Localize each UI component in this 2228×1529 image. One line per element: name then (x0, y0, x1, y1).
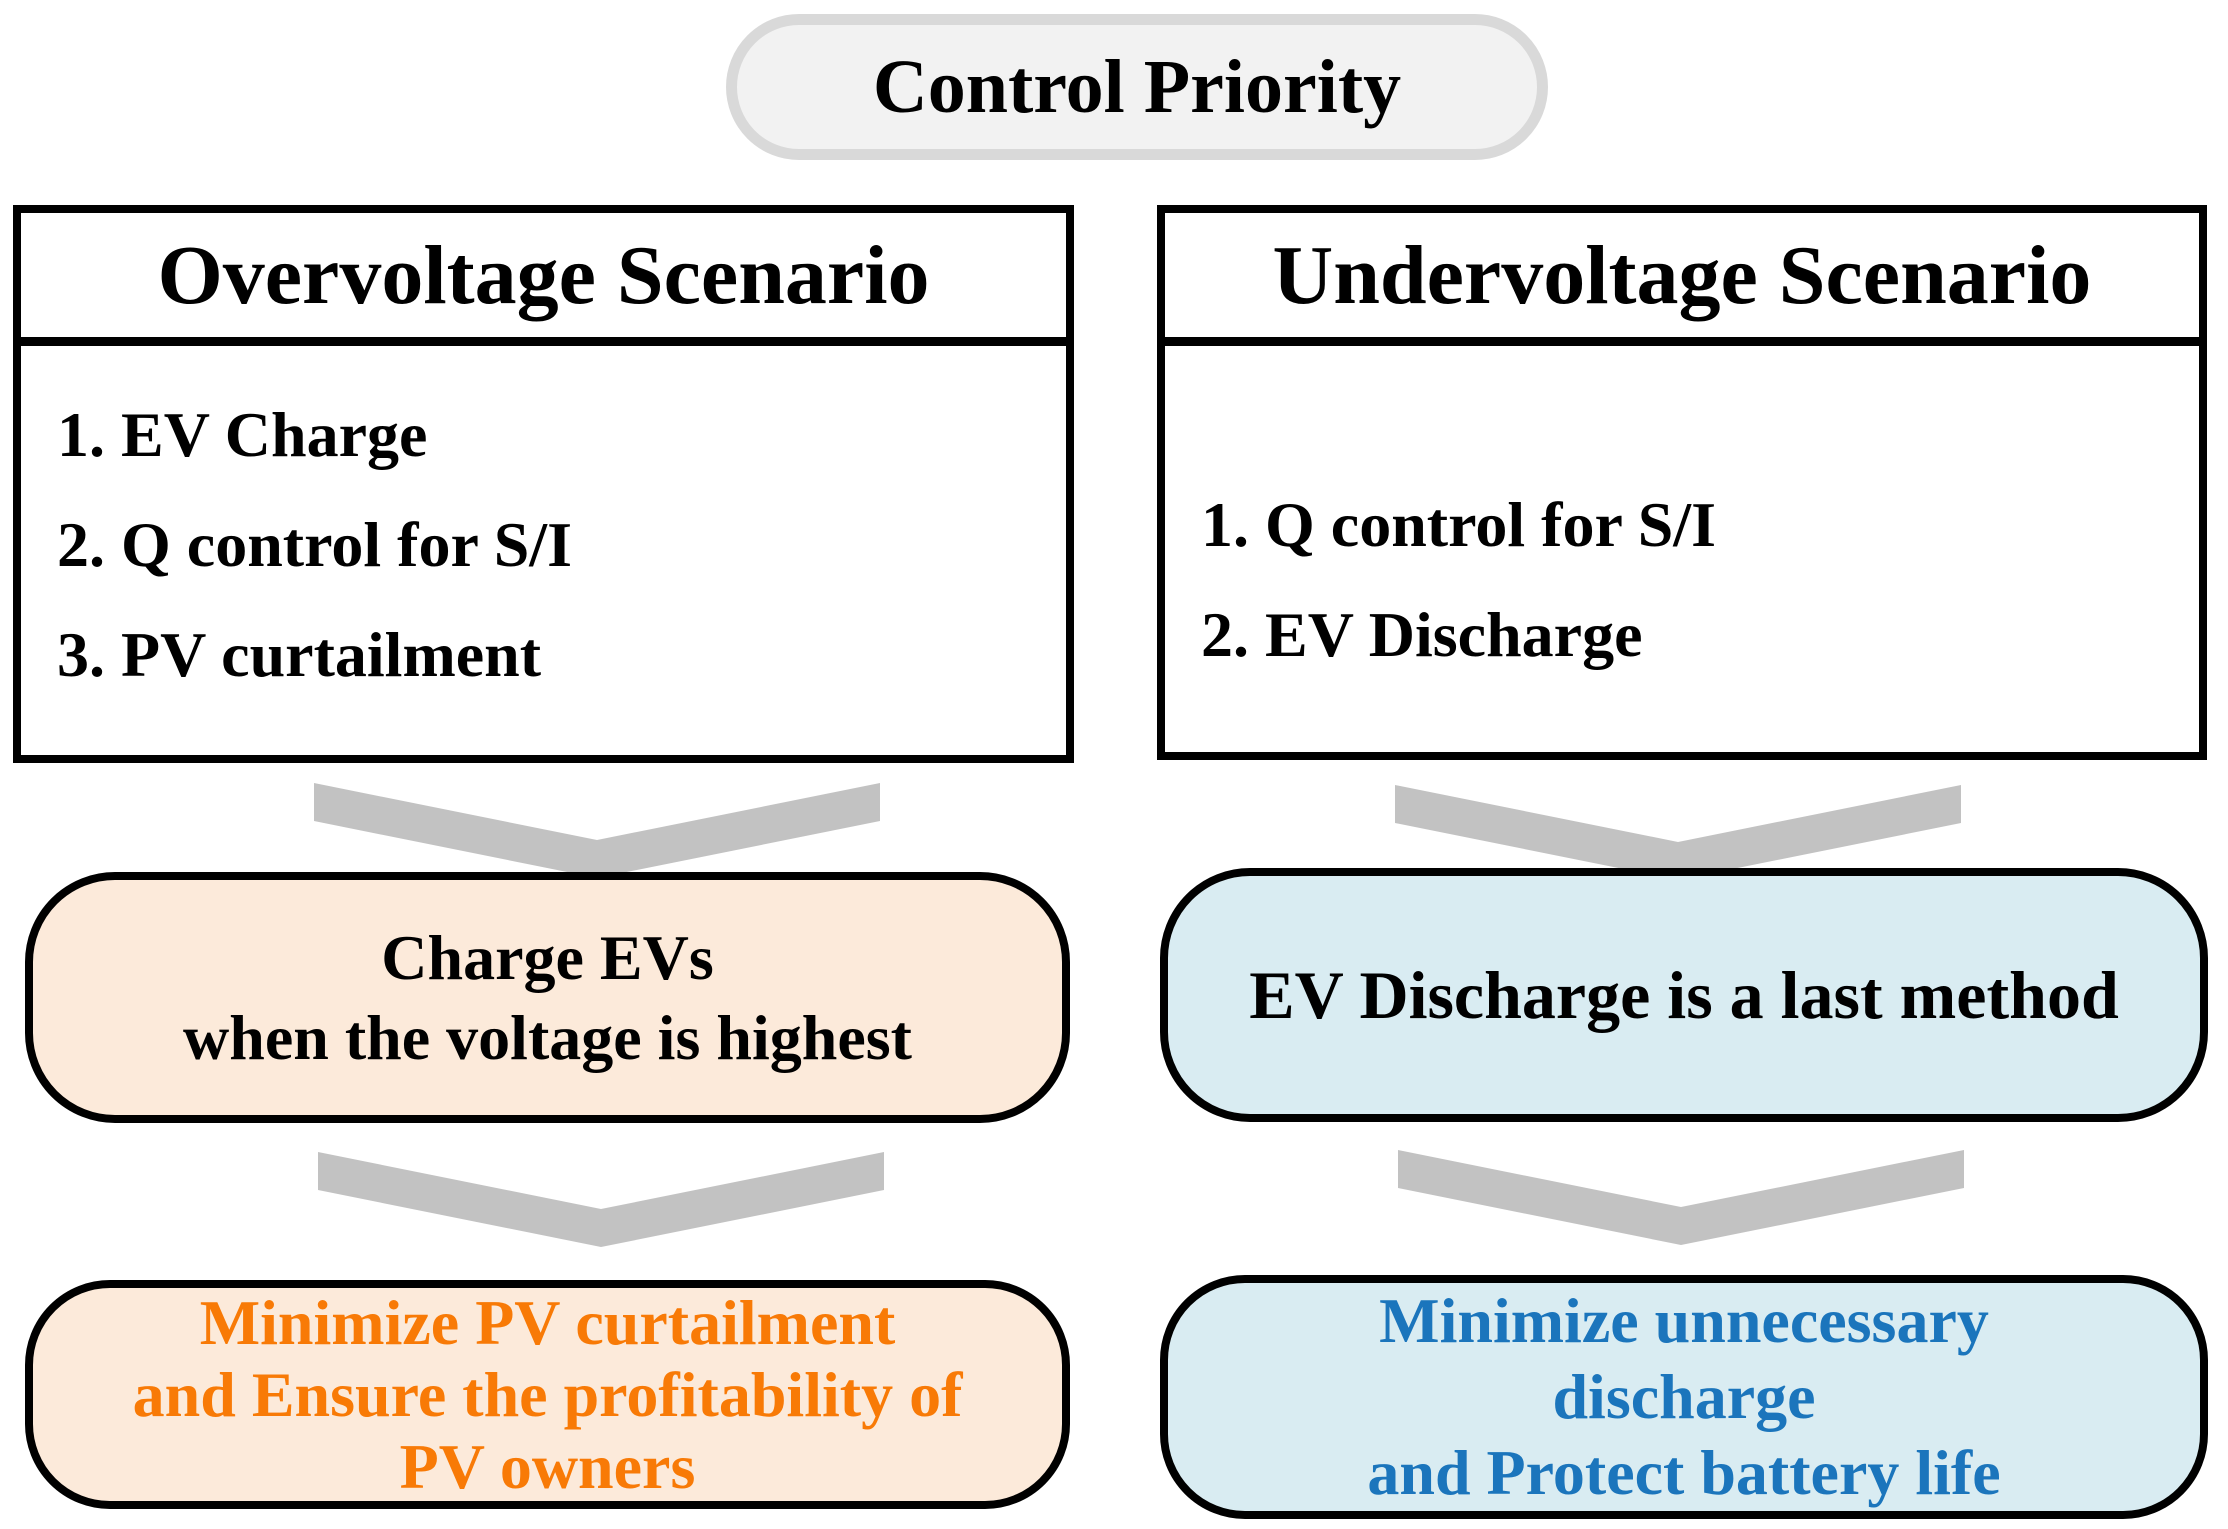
result-line: when the voltage is highest (183, 1001, 912, 1073)
result-line: Charge EVs (381, 921, 714, 993)
overvoltage-result-box: Charge EVs when the voltage is highest (25, 872, 1070, 1123)
undervoltage-header: Undervoltage Scenario (1165, 213, 2199, 346)
chevron-down-icon (314, 783, 880, 878)
undervoltage-goal-box: Minimize unnecessary discharge and Prote… (1160, 1275, 2208, 1519)
chevron-down-icon (1398, 1150, 1964, 1245)
goal-line: and Ensure the profitability of (132, 1358, 963, 1430)
goal-line: Minimize PV curtailment (199, 1286, 896, 1358)
title-capsule: Control Priority (726, 14, 1548, 160)
overvoltage-priority-list: 1. EV Charge 2. Q control for S/I 3. PV … (21, 346, 1066, 688)
list-item: 1. Q control for S/I (1201, 489, 1716, 560)
list-item: 1. EV Charge (57, 399, 428, 470)
undervoltage-scenario-box: Undervoltage Scenario 1. Q control for S… (1157, 205, 2207, 760)
list-item: 2. Q control for S/I (57, 509, 572, 580)
overvoltage-goal-box: Minimize PV curtailment and Ensure the p… (25, 1280, 1070, 1509)
chevron-down-icon (318, 1152, 884, 1247)
result-line: EV Discharge is a last method (1249, 957, 2119, 1033)
diagram-title: Control Priority (872, 44, 1402, 129)
list-item: 3. PV curtailment (57, 619, 542, 690)
goal-line: PV owners (399, 1430, 696, 1502)
goal-line: and Protect battery life (1367, 1437, 2001, 1508)
undervoltage-result-box: EV Discharge is a last method (1160, 868, 2208, 1122)
goal-line: discharge (1552, 1361, 1816, 1432)
goal-line: Minimize unnecessary (1379, 1285, 1989, 1356)
undervoltage-priority-list: 1. Q control for S/I 2. EV Discharge (1165, 346, 2199, 668)
overvoltage-scenario-box: Overvoltage Scenario 1. EV Charge 2. Q c… (13, 205, 1074, 763)
list-item: 2. EV Discharge (1201, 599, 1643, 670)
chevron-down-icon (1395, 785, 1961, 880)
overvoltage-header: Overvoltage Scenario (21, 213, 1066, 346)
